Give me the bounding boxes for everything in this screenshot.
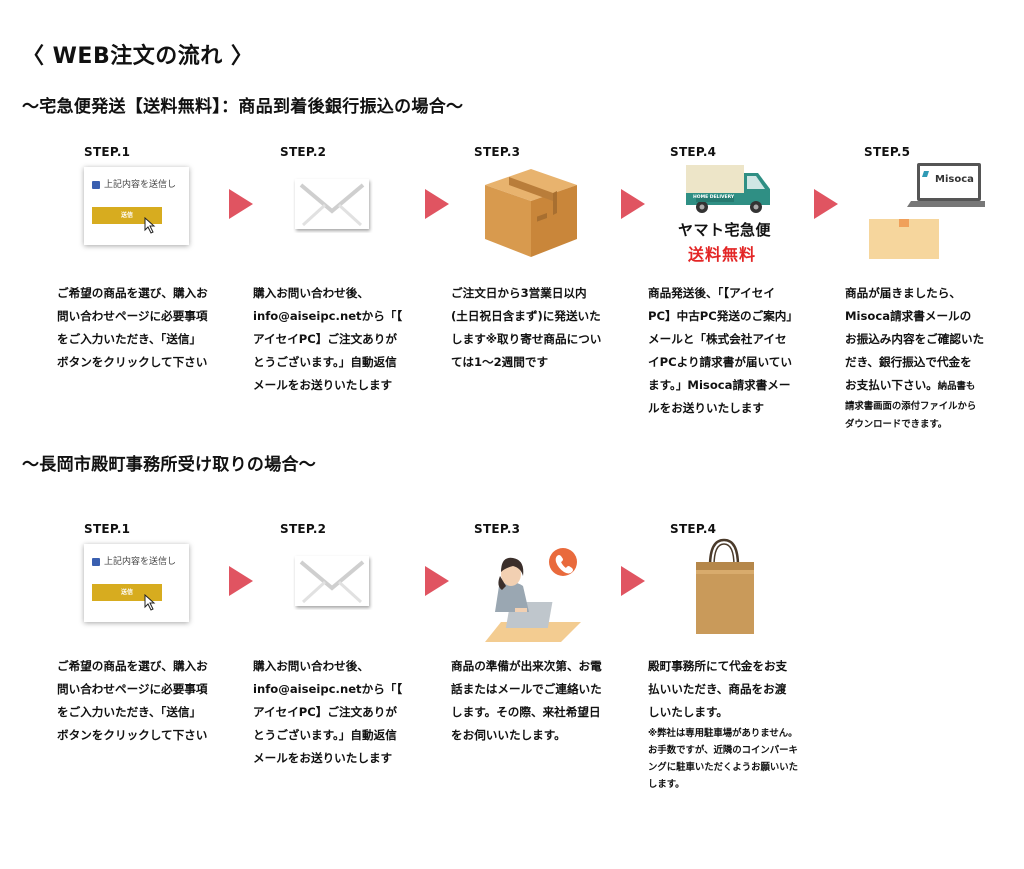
step-label: STEP.5: [864, 145, 911, 159]
step-2-delivery: STEP.2 購入お問い合わせ後、 info@aiseipc.netから「【 ア…: [253, 145, 438, 405]
step-1-delivery: STEP.1 上記内容を送信し 送信 ご希望の商品を選び、購入お 問い合わせペー…: [57, 145, 242, 405]
operator-phone-icon: [485, 548, 581, 642]
cursor-icon: [144, 217, 156, 234]
checkbox-icon: [92, 558, 100, 566]
arrow-icon: [425, 189, 449, 219]
arrow-icon: [621, 566, 645, 596]
step-text: ご希望の商品を選び、購入お 問い合わせページに必要事項 をご入力いただき、「送信…: [57, 659, 208, 742]
arrow-icon: [621, 189, 645, 219]
step-label: STEP.3: [474, 522, 521, 536]
form-checkbox-text: 上記内容を送信し: [104, 557, 177, 567]
step-text: 殿町事務所にて代金をお支 払いいただき、商品をお渡 しいたします。 ※弊社は専用…: [648, 659, 799, 790]
step-label: STEP.1: [84, 145, 131, 159]
shipping-free-text: 送料無料: [688, 245, 757, 264]
cardboard-box-icon: [485, 169, 577, 257]
arrow-icon: [425, 566, 449, 596]
form-checkbox-text: 上記内容を送信し: [104, 180, 177, 190]
step-text: 商品が届きましたら、 Misoca請求書メールの お振込み内容をご確認いた だき…: [845, 286, 985, 430]
step-text: 商品発送後、「【アイセイ PC】中古PC発送のご案内」 メールと「株式会社アイセ…: [648, 286, 798, 415]
carrier-name: ヤマト宅急便: [678, 221, 772, 239]
step-text: 購入お問い合わせ後、 info@aiseipc.netから「【 アイセイPC】ご…: [253, 659, 403, 765]
step-text: ご希望の商品を選び、購入お 問い合わせページに必要事項 をご入力いただき、「送信…: [57, 286, 208, 369]
step-text: ご注文日から3営業日以内 (土日祝日含まず)に発送いた します※取り寄せ商品につ…: [451, 286, 602, 369]
section-title-pickup: 〜長岡市殿町事務所受け取りの場合〜: [22, 455, 317, 475]
envelope-icon: [295, 179, 369, 229]
step-2-pickup: STEP.2 購入お問い合わせ後、 info@aiseipc.netから「【 ア…: [253, 522, 438, 772]
step-label: STEP.4: [670, 522, 717, 536]
delivery-truck-icon: [686, 165, 770, 213]
envelope-icon: [295, 556, 369, 606]
step-3-delivery: STEP.3 ご注文日から3営業日以内 (土日祝日含まず)に発送いた します※取…: [451, 145, 636, 405]
cursor-icon: [144, 594, 156, 611]
step-1-pickup: STEP.1 上記内容を送信し 送信 ご希望の商品を選び、購入お 問い合わせペー…: [57, 522, 242, 762]
web-form-icon: 上記内容を送信し 送信: [84, 167, 189, 245]
step-3-pickup: STEP.3 商品の準備が出来次第、お電 話またはメールでご連絡いた します。そ…: [451, 522, 636, 762]
truck-label: HOME DELIVERY: [693, 195, 735, 200]
step-text: 購入お問い合わせ後、 info@aiseipc.netから「【 アイセイPC】ご…: [253, 286, 403, 392]
step-label: STEP.2: [280, 522, 327, 536]
step-4-pickup: STEP.4 殿町事務所にて代金をお支 払いいただき、商品をお渡 しいたします。…: [648, 522, 828, 802]
step-label: STEP.1: [84, 522, 131, 536]
arrow-icon: [814, 189, 838, 219]
step-text: 商品の準備が出来次第、お電 話またはメールでご連絡いた します。その際、来社希望…: [451, 659, 602, 742]
checkbox-icon: [92, 181, 100, 189]
laptop-screen-text: Misoca: [935, 174, 974, 185]
web-form-icon: 上記内容を送信し 送信: [84, 544, 189, 622]
arrow-icon: [229, 189, 253, 219]
step-5-delivery: STEP.5 Misoca 商品が届きましたら、 Misoca請求書メールの お…: [845, 145, 1015, 435]
arrow-icon: [229, 566, 253, 596]
step-label: STEP.3: [474, 145, 521, 159]
step-label: STEP.4: [670, 145, 717, 159]
step-4-delivery: STEP.4 HOME DELIVERY ヤマト宅急便 送料無料 商品発送後、「…: [648, 145, 833, 420]
step-label: STEP.2: [280, 145, 327, 159]
laptop-invoice-icon: [869, 163, 985, 259]
section-title-delivery: 〜宅急便発送【送料無料】：商品到着後銀行振込の場合〜: [22, 97, 464, 117]
main-title: 〈 WEB注文の流れ 〉: [22, 44, 254, 69]
shopping-bag-icon: [696, 538, 754, 634]
